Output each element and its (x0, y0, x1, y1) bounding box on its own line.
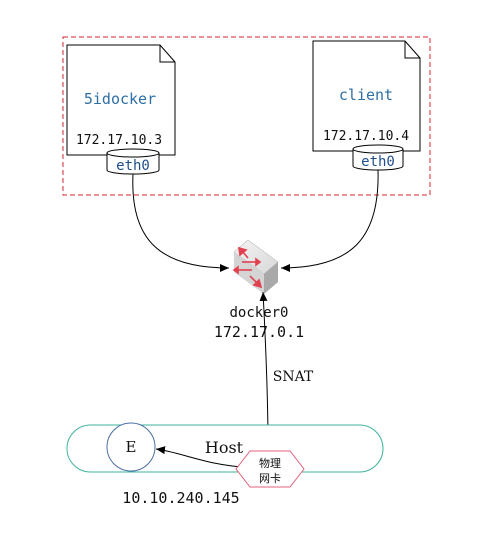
endpoint-label: E (126, 438, 137, 456)
container-group-border (62, 36, 431, 196)
container-name: client (339, 86, 393, 104)
interface-label: eth0 (361, 154, 395, 170)
nic-to-endpoint-arrow (155, 446, 247, 468)
physical-nic (235, 450, 305, 488)
switch-icon (232, 239, 279, 294)
container-name: 5idocker (84, 90, 156, 108)
container-5idocker: 5idocker 172.17.10.3 (66, 44, 176, 156)
eth0-interface-1: eth0 (106, 148, 160, 175)
link-eth0-to-docker0 (280, 169, 379, 272)
nic-label-line2: 网卡 (259, 472, 281, 485)
snat-label: SNAT (273, 369, 314, 385)
endpoint-circle (106, 422, 156, 472)
link-eth0-to-docker0 (132, 173, 230, 272)
bridge-name: docker0 (229, 305, 288, 321)
container-client: client 172.17.10.4 (312, 40, 421, 152)
bridge-ip: 172.17.0.1 (214, 323, 304, 341)
nic-label-line1: 物理 (259, 456, 281, 470)
container-box (66, 44, 176, 156)
container-box (312, 40, 421, 152)
host-ip: 10.10.240.145 (122, 489, 239, 507)
eth0-interface-2: eth0 (352, 144, 404, 171)
container-ip: 172.17.10.3 (76, 133, 162, 148)
container-ip: 172.17.10.4 (323, 129, 409, 144)
interface-label: eth0 (116, 158, 150, 174)
host-label: Host (205, 438, 244, 457)
